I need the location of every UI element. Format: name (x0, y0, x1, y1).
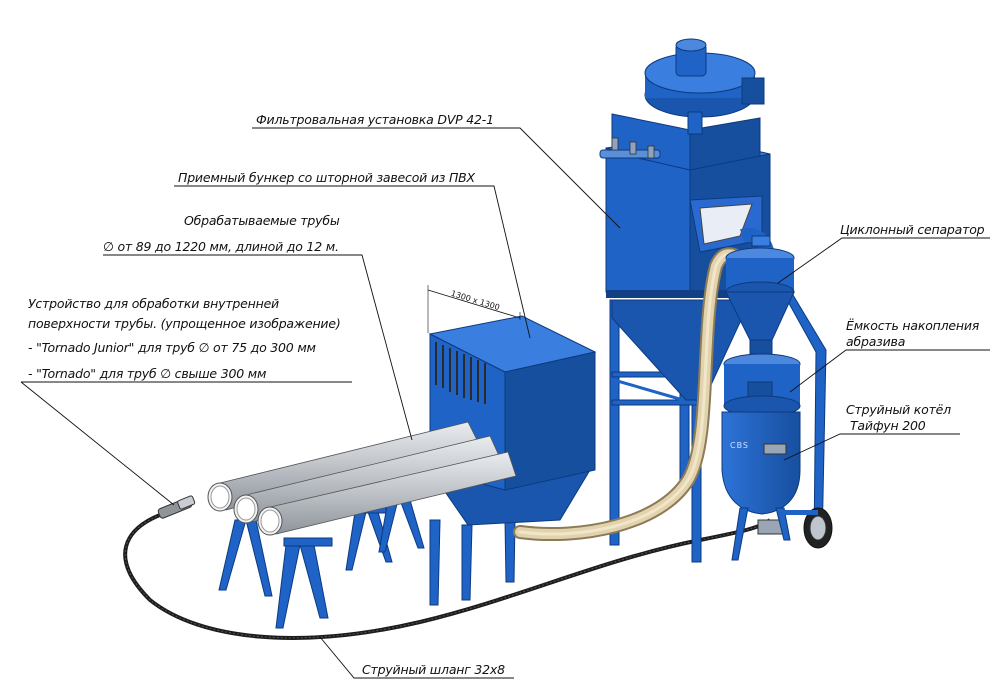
label-blast-pot-line1: Струйный котёл (846, 402, 951, 417)
blast-hose-highlight (124, 511, 771, 639)
pvc-curtain (435, 342, 486, 404)
label-device-line2: поверхности трубы. (упрощенное изображен… (28, 316, 341, 331)
pipes (207, 421, 517, 536)
label-pipes-title: Обрабатываемые трубы (184, 213, 340, 228)
blast-pot-assembly: CBS (721, 353, 833, 561)
label-cyclone: Циклонный сепаратор (840, 222, 985, 237)
label-hose: Струйный шланг 32х8 (362, 662, 505, 677)
label-pipes-range: ∅ от 89 до 1220 мм, длиной до 12 м. (103, 239, 339, 254)
leader-lines (20, 127, 990, 679)
label-tank-line2: абразива (846, 334, 906, 349)
label-device-line1: Устройство для обработки внутренней (28, 296, 279, 311)
label-tank-line1: Ёмкость накопления (846, 318, 980, 333)
blast-hose (123, 510, 772, 640)
label-device-line4: - "Tornado" для труб ∅ свыше 300 мм (28, 366, 267, 381)
label-device-line3: - "Tornado Junior" для труб ∅ от 75 до 3… (28, 340, 316, 355)
brand-mark: CBS (730, 441, 749, 450)
pipe-stands (218, 499, 425, 629)
label-filter-unit: Фильтровальная установка DVP 42-1 (256, 112, 494, 127)
label-blast-pot-line2: Тайфун 200 (850, 418, 926, 433)
label-receiving-hopper: Приемный бункер со шторной завесой из ПВ… (178, 170, 475, 185)
tornado-device (157, 495, 196, 519)
